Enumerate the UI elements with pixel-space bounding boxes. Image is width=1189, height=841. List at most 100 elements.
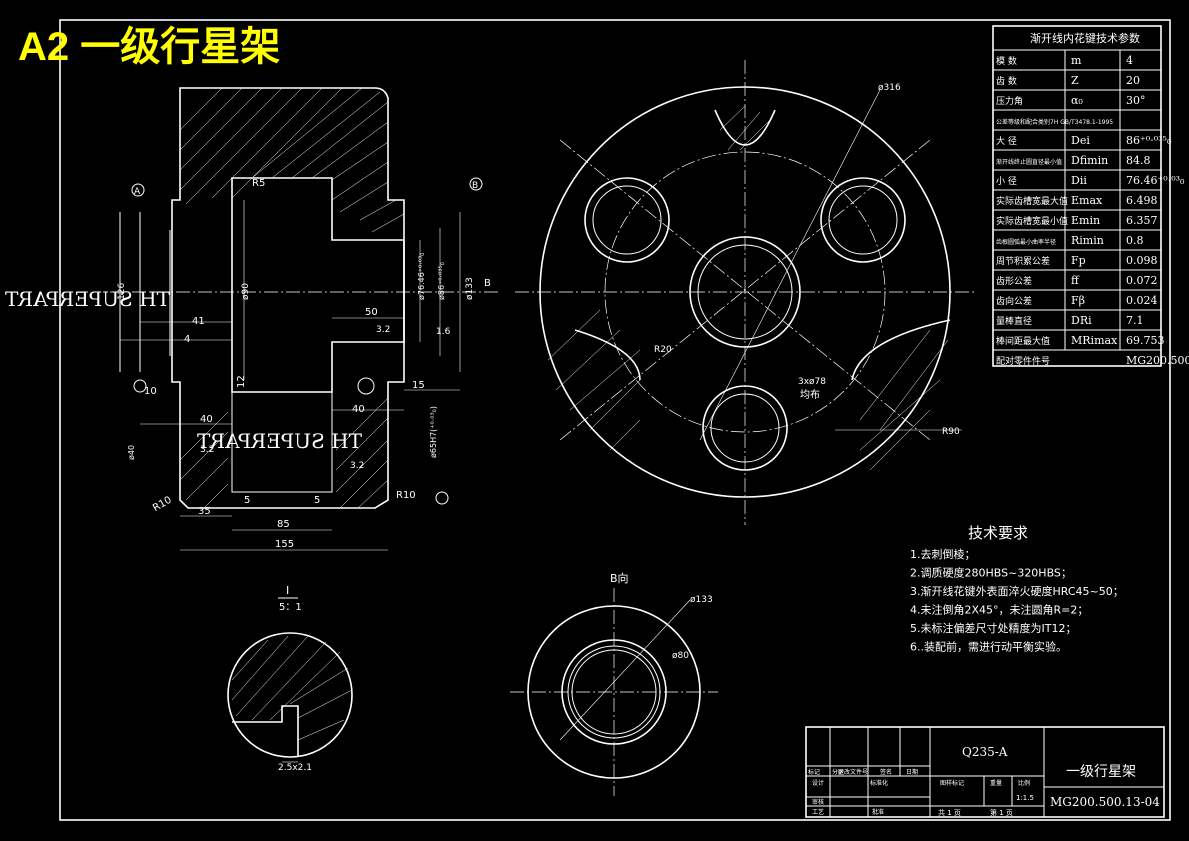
table-cell-symbol: Dii [1071, 174, 1087, 187]
dim-40a: 40 [200, 414, 213, 425]
table-cell-value: 6.498 [1126, 194, 1158, 207]
table-cell-name: 渐开线终止圆直径最小值 [996, 158, 1062, 166]
table-cell-symbol: Emin [1071, 214, 1100, 227]
view-b: B向 ø133 ø80 [510, 571, 718, 796]
table-cell-name: 量棒直径 [996, 315, 1032, 327]
rough-32c: 3.2 [200, 445, 214, 455]
table-cell-symbol: ff [1071, 274, 1080, 287]
tech-req-item: 6..装配前，需进行动平衡实验。 [910, 640, 1067, 654]
tb-mark: 标记 [808, 768, 820, 776]
table-cell-name: 齿根圆弧最小曲率半径 [996, 238, 1056, 246]
tech-req-title: 技术要求 [968, 524, 1028, 542]
dim-4: 4 [184, 334, 190, 345]
tech-req-item: 5.未标注偏差尺寸处精度为IT12； [910, 621, 1076, 635]
rough-32b: 3.2 [350, 461, 364, 471]
dim-d133s: ø133 [465, 277, 475, 300]
table-cell-value: 84.8 [1126, 154, 1151, 167]
watermark-1: TH SUPERPART [4, 287, 170, 311]
table-cell-symbol: m [1071, 54, 1082, 67]
table-cell-name: 压力角 [996, 95, 1023, 107]
dim-r90: R90 [942, 427, 960, 437]
dim-41: 41 [192, 316, 205, 327]
tb-review: 审核 [812, 798, 824, 806]
hatching [179, 87, 405, 509]
tb-drawing-no: MG200.500.13-04 [1050, 795, 1160, 809]
table-cell-symbol: Z [1071, 74, 1079, 87]
table-cell-name: 周节积累公差 [996, 255, 1050, 267]
dim-12: 12 [236, 375, 247, 388]
table-cell-value: 20 [1126, 74, 1140, 87]
tb-sheet-no: 第 1 页 [990, 808, 1013, 817]
tb-sign: 签名 [880, 768, 892, 776]
rough-16: 1.6 [436, 327, 451, 337]
tb-design: 设计 [812, 779, 824, 787]
table-cell-name: 齿 数 [996, 75, 1017, 87]
tech-req-item: 4.未注倒角2X45°，未注圆角R=2； [910, 603, 1088, 617]
table-cell-value: MG200.500.13-09 [1126, 354, 1189, 367]
tb-zone: 分区 [832, 768, 844, 776]
drawing-border [59, 19, 1171, 821]
table-cell-name: 棒间距最大值 [996, 335, 1050, 347]
table-cell-value: 4 [1126, 54, 1133, 67]
table-cell-name: 小 径 [996, 175, 1017, 187]
dim-85: 85 [277, 519, 290, 530]
dim-r10a: R10 [151, 495, 174, 514]
detail-chamfer: 2.5x2.1 [278, 763, 312, 773]
tb-change-doc: 更改文件号 [838, 768, 868, 776]
detail-label: I [286, 584, 289, 597]
dim-r10b: R10 [396, 490, 416, 501]
dim-50: 50 [365, 307, 378, 318]
tb-sheets-total: 共 1 页 [938, 808, 961, 817]
tech-req-item: 3.渐开线花键外表面淬火硬度HRC45~50； [910, 584, 1124, 598]
tb-part-name: 一级行星架 [1066, 764, 1136, 780]
rough-32: 3.2 [376, 325, 390, 335]
view-b-label: B向 [610, 571, 629, 585]
table-cell-name: 模 数 [996, 55, 1017, 67]
tech-requirements: 技术要求 1.去刺倒棱； 2.调质硬度280HBS~320HBS； 3.渐开线花键外… [910, 524, 1124, 654]
dim-15: 15 [412, 380, 425, 391]
dim-5b: 5 [314, 495, 320, 506]
datum-a-top: A [134, 187, 141, 197]
table-cell-name: 配对零件件号 [996, 355, 1050, 367]
tech-req-item: 1.去刺倒棱； [910, 548, 976, 561]
table-cell-value: 69.753 [1126, 334, 1165, 347]
table-cell-value: 76.46⁺⁰·⁰³₀ [1126, 174, 1185, 187]
dim-d76: ø76.46⁺⁰·⁰³₀ [417, 253, 426, 300]
dim-b-d80: ø80 [672, 651, 689, 661]
table-cell-name: 实际齿槽宽最小值 [996, 215, 1068, 227]
table-cell-symbol: Fp [1071, 254, 1086, 267]
dim-d316: ø316 [878, 83, 901, 93]
tb-approve: 批准 [872, 808, 884, 816]
table-cell-name: 公差等级和配合类别7H GB/T3478.1-1995 [996, 118, 1113, 126]
tb-scale-value: 1:1.5 [1016, 794, 1034, 802]
table-cell-name: 齿形公差 [996, 275, 1032, 287]
dim-d40: ø40 [127, 445, 136, 460]
table-cell-symbol: Dfimin [1071, 154, 1108, 167]
table-cell-value: 0.024 [1126, 294, 1158, 307]
tech-req-item: 2.调质硬度280HBS~320HBS； [910, 566, 1072, 580]
table-cell-symbol: MRimax [1071, 334, 1118, 347]
detail-scale: 5：1 [279, 602, 302, 613]
tb-standard: 标准化 [870, 779, 888, 787]
dim-d65: ø65H7(⁺⁰·⁰³₀) [429, 406, 438, 458]
dim-10: 10 [144, 386, 157, 397]
dim-holes: 3xø78 [798, 377, 826, 387]
dim-r20: R20 [654, 345, 672, 355]
sheet-title: A2 一级行星架 [18, 25, 280, 69]
dim-b-d133: ø133 [690, 595, 713, 605]
tb-scale-label: 比例 [1018, 779, 1030, 787]
tb-material: Q235-A [962, 745, 1008, 759]
dim-155: 155 [275, 539, 294, 550]
table-cell-value: 30° [1126, 94, 1146, 107]
watermark-2: TH SUPERPART [196, 429, 362, 453]
dim-126: 126 [117, 283, 127, 300]
dim-5a: 5 [244, 495, 250, 506]
table-cell-value: 7.1 [1126, 314, 1144, 327]
table-cell-symbol: Fβ [1071, 294, 1085, 307]
dim-d90: ø90 [241, 283, 251, 300]
dim-35: 35 [198, 506, 211, 517]
table-cell-value: 0.8 [1126, 234, 1144, 247]
table-cell-symbol: α₀ [1071, 94, 1083, 107]
